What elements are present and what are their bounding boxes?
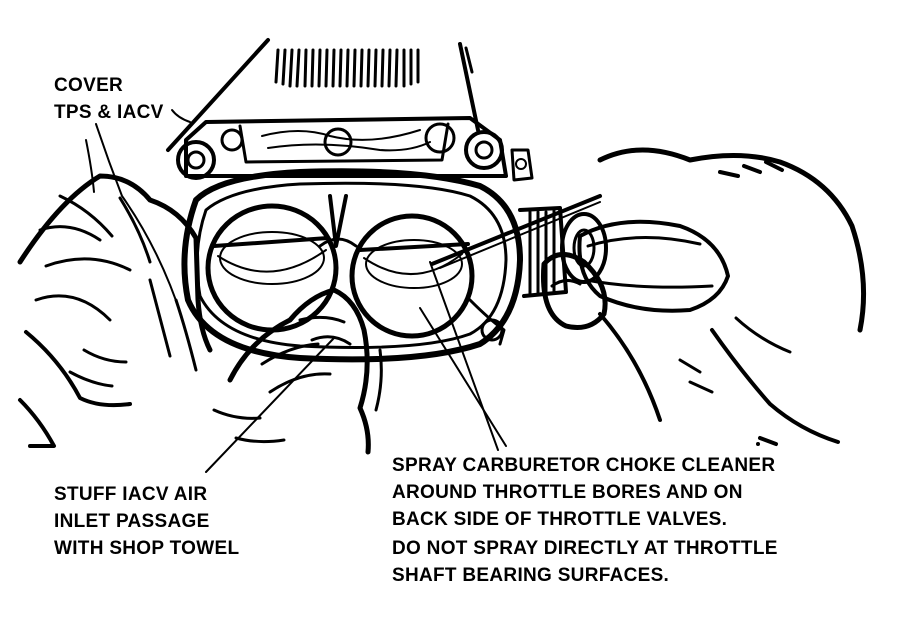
top-cover-bracket [176, 116, 534, 182]
stuff-label-line-1: STUFF IACV AIR [54, 484, 208, 505]
leader-lines [85, 109, 507, 473]
spray-label-line-3: BACK SIDE OF THROTTLE VALVES. [392, 509, 728, 530]
bolt-head-right [424, 122, 456, 154]
right-hand [540, 147, 867, 446]
throttle-bore-left [205, 203, 339, 333]
throttle-bore-right [349, 213, 475, 339]
stuff-iacv-label: STUFF IACV AIR INLET PASSAGE WITH SHOP T… [54, 481, 239, 562]
spray-nozzle-straw [430, 194, 602, 266]
warning-label-line-1: DO NOT SPRAY DIRECTLY AT THROTTLE [392, 538, 778, 559]
warning-label-line-2: SHAFT BEARING SURFACES. [392, 565, 670, 586]
cover-label-line-1: COVER [54, 75, 124, 96]
bolt-head-center [323, 127, 353, 157]
bolt-head-far-right [464, 130, 504, 170]
stuff-label-line-2: INLET PASSAGE [54, 511, 210, 532]
spray-label-line-2: AROUND THROTTLE BORES AND ON [392, 482, 743, 503]
left-shop-towel [17, 173, 213, 448]
cover-label-line-2: TPS & IACV [54, 102, 164, 123]
cover-tps-iacv-label: COVER TPS & IACV [54, 72, 164, 126]
intake-plenum [166, 38, 480, 152]
bore-divider [318, 194, 358, 248]
spray-label-line-1: SPRAY CARBURETOR CHOKE CLEANER [392, 455, 776, 476]
spray-instruction-label: SPRAY CARBURETOR CHOKE CLEANER AROUND TH… [392, 452, 778, 589]
stuff-label-line-3: WITH SHOP TOWEL [54, 538, 240, 559]
inlet-shop-towel [212, 287, 383, 455]
bolt-head-left [176, 140, 216, 180]
